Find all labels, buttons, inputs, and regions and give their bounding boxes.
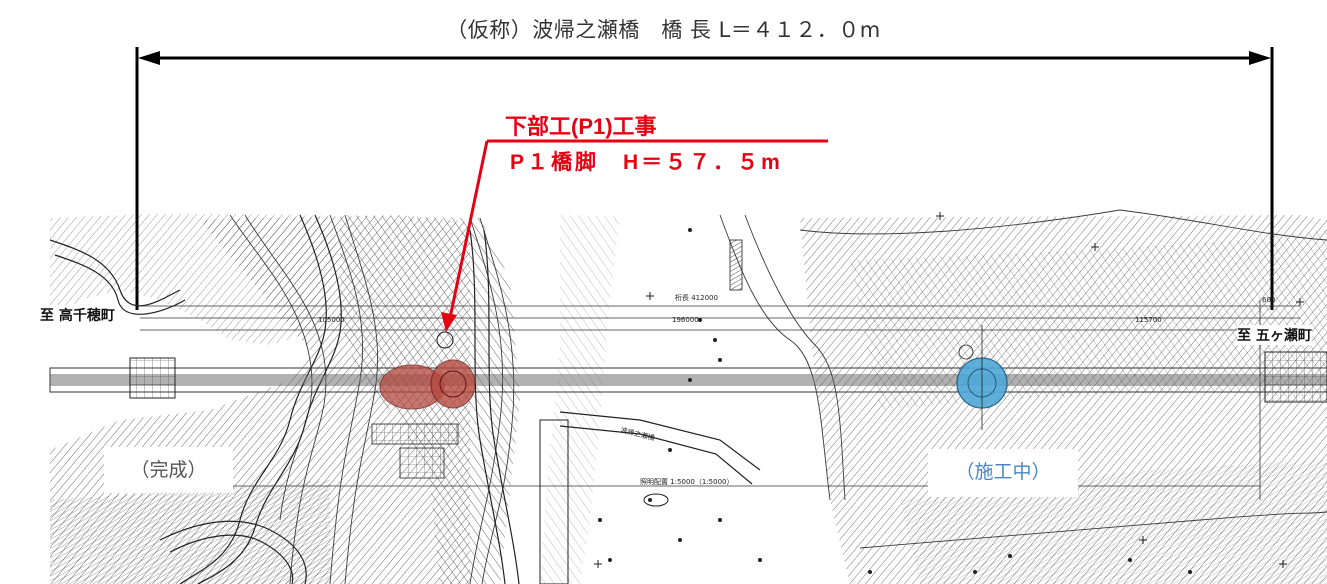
span-length-text: 桁長 412000	[675, 293, 718, 302]
callout-heading: 下部工(P1)工事	[505, 114, 657, 139]
dim-right-text: 115700	[1135, 316, 1162, 324]
topographic-map: 桁長 412000 196000 105000 115700 照明配置 1:50…	[49, 209, 1327, 584]
callout-leader	[441, 139, 828, 332]
callout-detail: P１橋脚 H＝５７．５m	[510, 151, 783, 174]
status-completed-label: （完成）	[104, 447, 233, 493]
bridge-title: （仮称）波帰之瀬橋 橋 長 L＝４１２．０m	[446, 18, 881, 42]
plan-scale-text: 照明配置 1:5000（1:5000）	[640, 478, 733, 486]
dim-left-text: 105000	[318, 316, 345, 324]
dim-center-text: 196000	[672, 316, 699, 324]
status-under-construction-label: （施工中）	[928, 449, 1078, 497]
pier-p1-completed	[379, 331, 476, 410]
elevation-text: 600	[1262, 296, 1275, 304]
right-direction-label: 至 五ヶ瀬町	[1237, 325, 1312, 345]
left-direction-label: 至 高千穂町	[40, 305, 115, 325]
pier-p2-under-construction	[956, 325, 1008, 430]
